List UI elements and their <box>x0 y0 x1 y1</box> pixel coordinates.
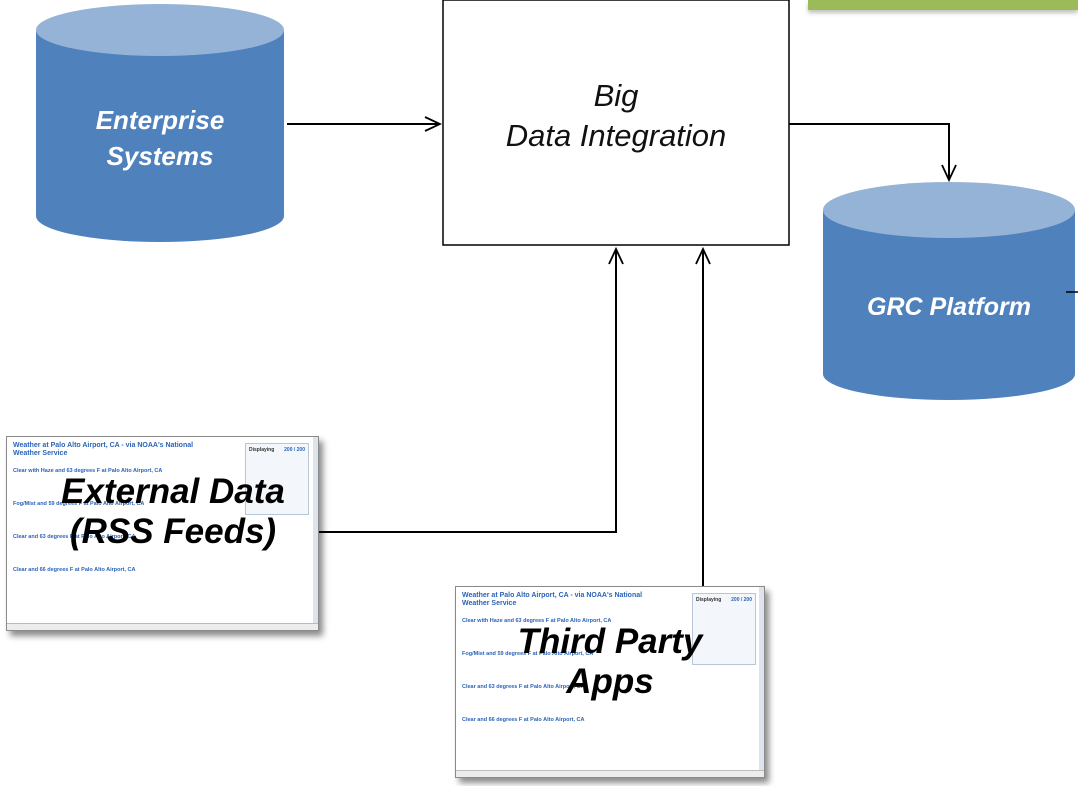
feed-scrollbar <box>759 587 764 777</box>
accent-bar <box>808 0 1078 10</box>
feed-sidebar: Displaying 200 / 200 <box>692 593 756 665</box>
feed-title: Weather at Palo Alto Airport, CA - via N… <box>462 592 643 607</box>
grc-cylinder <box>823 182 1075 400</box>
arrow-integration-to-grc <box>789 123 949 180</box>
enterprise-cylinder <box>36 4 284 242</box>
arrow-external-to-integration <box>318 249 616 533</box>
feed-statusbar <box>456 770 764 777</box>
feed-item: Clear with Haze and 63 degrees F at Palo… <box>13 468 163 474</box>
external-feed-screenshot: Weather at Palo Alto Airport, CA - via N… <box>6 436 319 631</box>
feed-item: Fog/Mist and 59 degrees F at Palo Alto A… <box>13 501 145 507</box>
third-party-screenshot: Weather at Palo Alto Airport, CA - via N… <box>455 586 765 778</box>
enterprise-label: Enterprise Systems <box>95 105 225 171</box>
integration-label: Big Data Integration <box>505 78 727 153</box>
feed-title: Weather at Palo Alto Airport, CA - via N… <box>13 442 194 457</box>
feed-item: Clear and 66 degrees F at Palo Alto Airp… <box>13 567 136 573</box>
external-label: External Data (RSS Feeds) <box>61 472 285 551</box>
feed-scrollbar <box>313 437 318 630</box>
integration-box <box>442 0 790 246</box>
feed-item: Clear and 66 degrees F at Palo Alto Airp… <box>462 717 585 723</box>
third-party-label: Third Party Apps <box>517 622 703 701</box>
feed-sidebar: Displaying 200 / 200 <box>245 443 309 515</box>
feed-item: Clear and 63 degrees F at Palo Alto Airp… <box>462 684 585 690</box>
grc-label: GRC Platform <box>867 293 1031 321</box>
feed-item: Fog/Mist and 59 degrees F at Palo Alto A… <box>462 651 594 657</box>
feed-item: Clear with Haze and 63 degrees F at Palo… <box>462 618 612 624</box>
feed-statusbar <box>7 623 318 630</box>
feed-item: Clear and 63 degrees F at Palo Alto Airp… <box>13 534 136 540</box>
